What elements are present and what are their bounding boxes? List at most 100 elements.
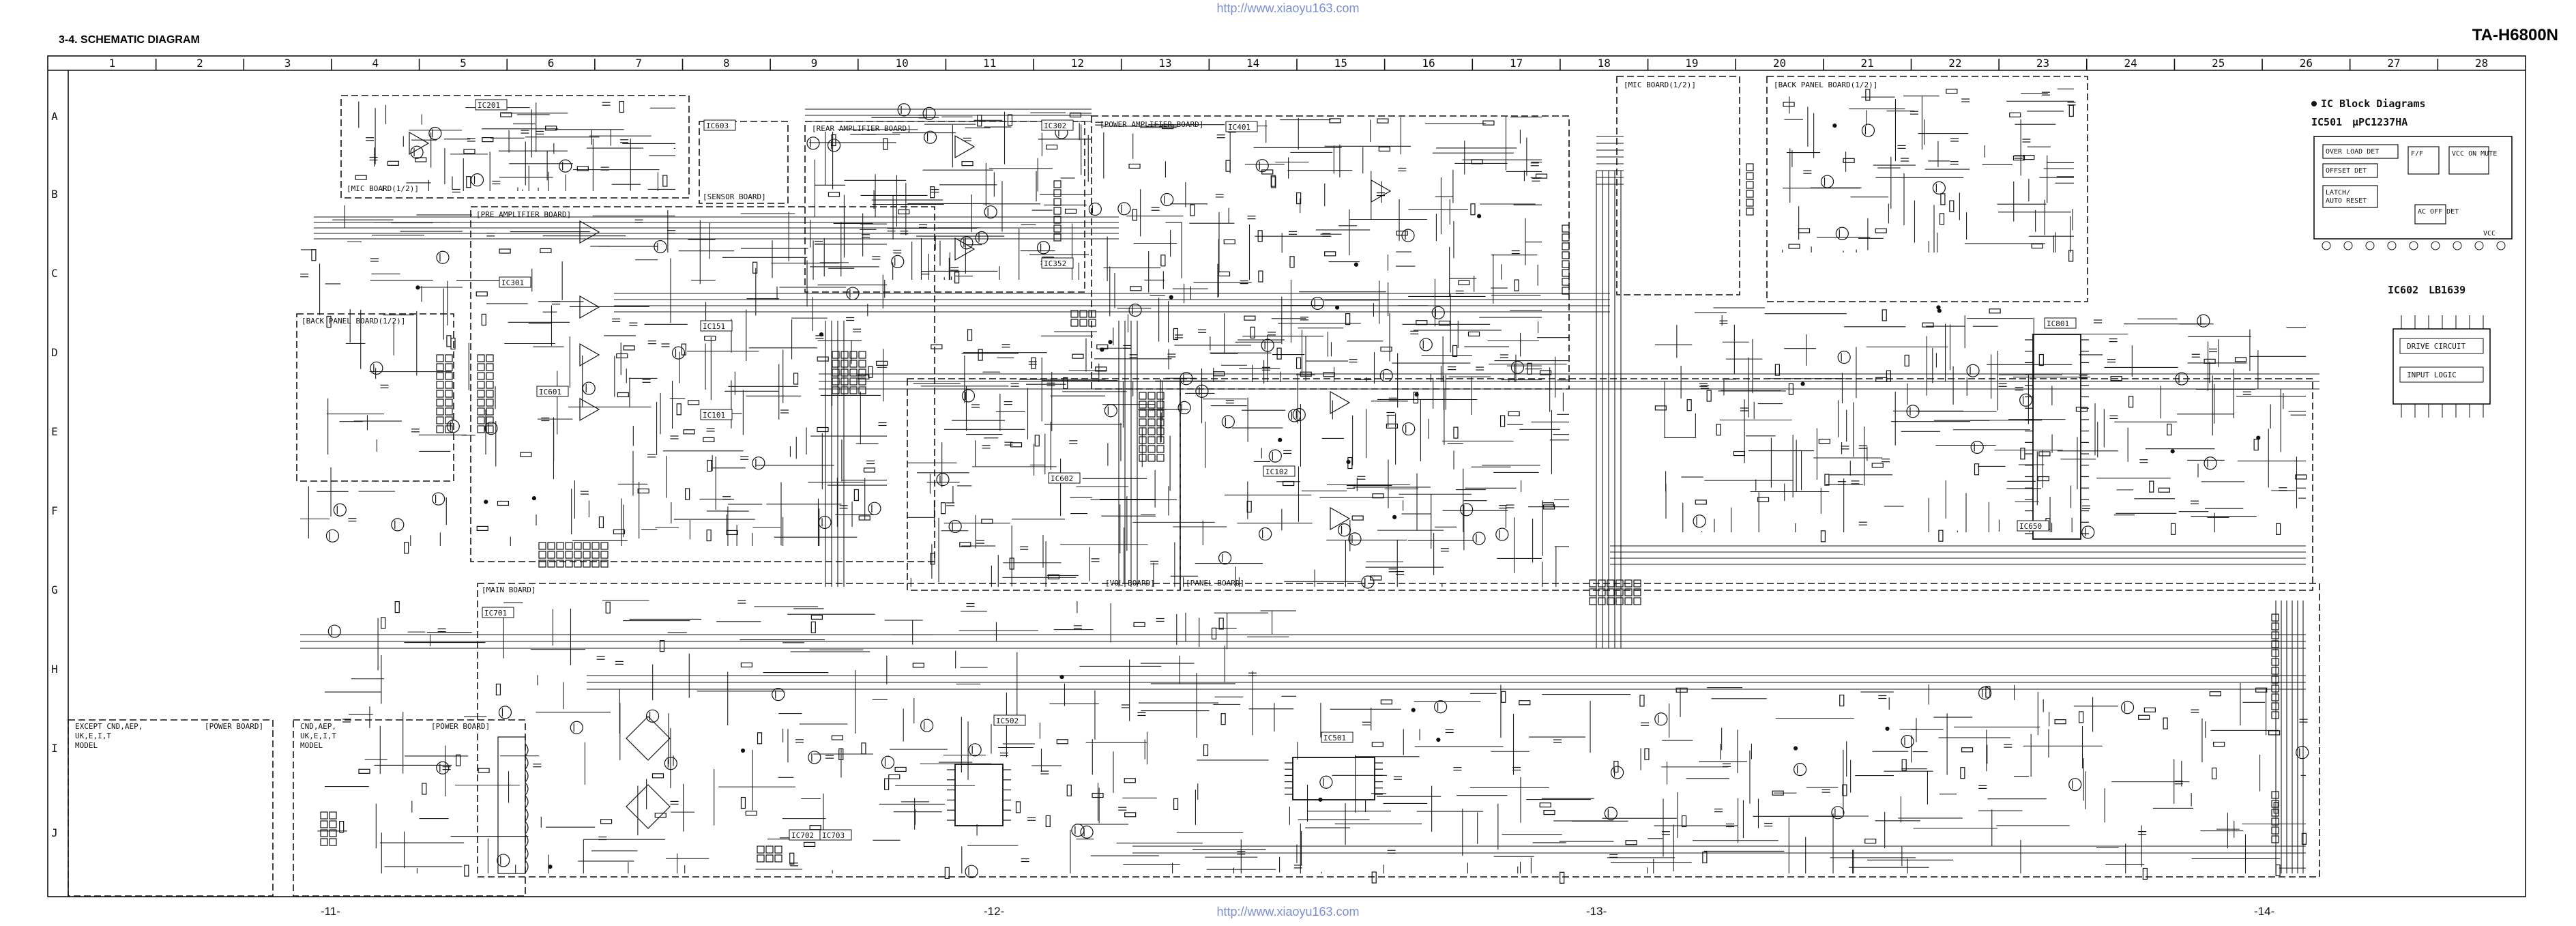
- connector-pin: [320, 838, 328, 846]
- resistor-symbol: [1124, 778, 1136, 783]
- resistor-symbol: [1225, 160, 1231, 172]
- ic-tag-box: [482, 607, 514, 618]
- connector-pin: [556, 560, 564, 568]
- connector-pin: [2271, 667, 2279, 675]
- transistor-symbol: [1978, 686, 1992, 700]
- model-note: MODEL: [300, 741, 323, 750]
- connector-pin: [1147, 454, 1156, 462]
- connector-pin: [574, 542, 582, 550]
- resistor-symbol: [576, 166, 589, 171]
- connector-pin: [1624, 579, 1633, 588]
- resistor-symbol: [637, 488, 649, 494]
- connector-pin: [1615, 597, 1624, 605]
- ic-tag: IC703: [822, 831, 845, 840]
- connector-pin: [1070, 319, 1079, 327]
- resistor-symbol: [1056, 739, 1068, 744]
- connector-pin: [1139, 418, 1147, 426]
- column-label: 5: [460, 57, 467, 70]
- model-note: EXCEPT CND,AEP,: [75, 722, 143, 731]
- connector-pin: [445, 407, 453, 416]
- row-label: H: [51, 663, 58, 676]
- ic-tag-box: [1041, 257, 1074, 269]
- ic501-pin: [2387, 241, 2397, 250]
- resistor-symbol: [605, 601, 611, 613]
- transistor-symbol: [897, 103, 911, 117]
- transformer-body: [497, 736, 526, 874]
- ic501-block-label: F/F: [2411, 150, 2423, 158]
- transistor-symbol: [818, 515, 832, 530]
- connector-pin: [2271, 711, 2279, 719]
- resistor-symbol: [540, 248, 552, 253]
- resistor-symbol: [2204, 358, 2216, 364]
- connector-pin: [591, 542, 600, 550]
- resistor-symbol: [2167, 423, 2172, 436]
- resistor-symbol: [861, 742, 866, 755]
- transformer-winding: [525, 795, 529, 809]
- opamp-symbol: [579, 220, 600, 244]
- ic-tag: IC801: [2047, 319, 2069, 328]
- resistor-symbol: [1218, 271, 1231, 277]
- board-title: [PANEL BOARD]: [1186, 579, 1244, 588]
- junction-dot: [1936, 305, 1941, 310]
- transistor-symbol: [808, 751, 821, 764]
- resistor-symbol: [1345, 313, 1351, 325]
- ic602-part: LB1639: [2429, 284, 2465, 296]
- connector-pin: [1589, 579, 1597, 588]
- resistor-symbol: [495, 683, 501, 696]
- resistor-symbol: [1467, 331, 1480, 337]
- resistor-symbol: [1371, 742, 1384, 747]
- opamp-symbol: [954, 134, 976, 159]
- connector-pin: [1147, 427, 1156, 435]
- mic-board-left-outline: [340, 95, 690, 199]
- transistor-symbol: [1793, 763, 1807, 777]
- resistor-symbol: [1757, 497, 1770, 502]
- resistor-symbol: [2068, 104, 2074, 117]
- resistor-symbol: [810, 614, 823, 620]
- ic-tag: IC602: [1051, 474, 1073, 483]
- transistor-symbol: [1419, 338, 1433, 351]
- resistor-symbol: [1865, 89, 1871, 101]
- junction-dot: [1832, 123, 1837, 128]
- transistor-symbol: [1311, 296, 1324, 310]
- pre-amp-board-outline: [470, 206, 935, 562]
- connector-pin: [765, 845, 774, 854]
- resistor-symbol: [1695, 500, 1707, 505]
- ic501-pin: [2409, 241, 2418, 250]
- back-panel-right-outline: [1766, 76, 2088, 302]
- junction-dot: [1885, 726, 1890, 731]
- connector-pin: [2271, 684, 2279, 693]
- resistor-symbol: [740, 796, 746, 809]
- transistor-symbol: [654, 240, 667, 254]
- resistor-symbol: [1875, 377, 1888, 382]
- connector-pin: [2271, 791, 2279, 799]
- resistor-symbol: [740, 662, 753, 668]
- resistor-symbol: [1452, 345, 1458, 358]
- resistor-symbol: [1289, 256, 1295, 268]
- resistor-symbol: [1904, 354, 1909, 366]
- connector-pin: [1156, 436, 1165, 444]
- transistor-symbol: [498, 706, 512, 719]
- resistor-symbol: [931, 344, 943, 349]
- column-label: 23: [2036, 57, 2049, 70]
- connector-pin: [600, 560, 609, 568]
- resistor-symbol: [463, 149, 475, 154]
- board-title: [MIC BOARD(1/2)]: [347, 184, 419, 193]
- ic-tag: IC501: [1323, 734, 1346, 742]
- resistor-symbol: [1539, 370, 1552, 375]
- resistor-symbol: [654, 812, 667, 818]
- ic501-block: [2322, 185, 2378, 208]
- connector-pin: [477, 390, 485, 398]
- opamp-symbol: [409, 131, 430, 156]
- transistor-symbol: [446, 420, 460, 433]
- connector-pin: [1562, 260, 1570, 268]
- resistor-symbol: [1644, 748, 1650, 760]
- resistor-symbol: [1220, 713, 1226, 725]
- connector-pin: [757, 845, 765, 854]
- resistor-symbol: [1788, 383, 1794, 395]
- connector-pin: [445, 399, 453, 407]
- transistor-symbol: [436, 250, 450, 264]
- transistor-symbol: [432, 492, 445, 506]
- connector-pin: [565, 551, 573, 559]
- transformer-winding: [525, 769, 529, 783]
- resistor-symbol: [456, 754, 461, 766]
